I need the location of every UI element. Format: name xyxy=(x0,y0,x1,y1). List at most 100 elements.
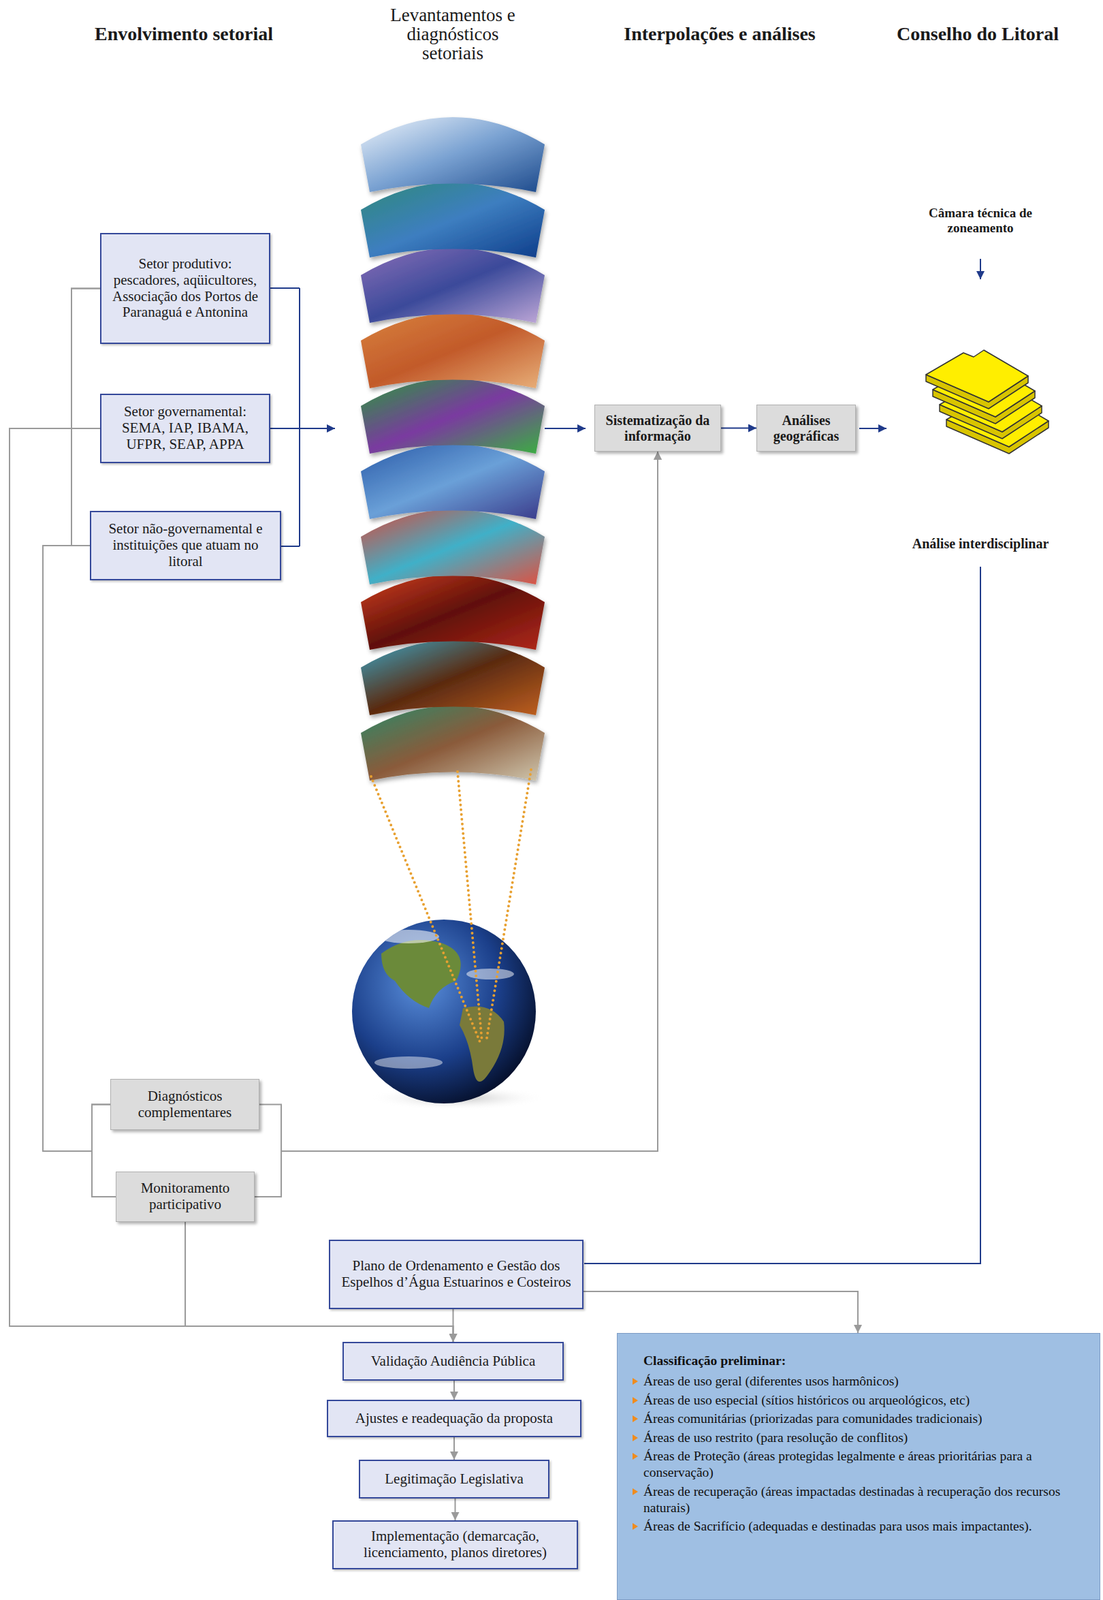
node-content: Setor produtivo: pescadores, aqüicultore… xyxy=(109,256,261,321)
process-box: Sistematização da informação xyxy=(594,404,722,452)
cloud xyxy=(374,1056,443,1069)
annotation-label: Análise interdisciplinar xyxy=(871,535,1090,552)
connector xyxy=(583,1290,858,1333)
list-text: Áreas de uso restrito (para resolução de… xyxy=(643,1429,908,1446)
node-content: Implementação (demarcação, licenciamento… xyxy=(341,1527,569,1560)
projection-line xyxy=(457,771,483,1042)
list-item: Áreas de Sacrifício (adequadas e destina… xyxy=(643,1517,1082,1534)
node-content: Monitoramento participativo xyxy=(123,1179,248,1212)
node-content: Diagnósticos complementares xyxy=(117,1088,252,1121)
list-item: Áreas de uso restrito (para resolução de… xyxy=(643,1429,1082,1446)
bullet-marker xyxy=(632,1396,638,1404)
process-box: Análises geográficas xyxy=(756,404,856,452)
flow-line xyxy=(584,566,981,1264)
node-content: Legitimação Legislativa xyxy=(368,1470,540,1488)
list-item: Áreas de uso especial (sítios históricos… xyxy=(643,1391,1082,1409)
bullet-marker xyxy=(632,1487,638,1495)
bullet-marker xyxy=(632,1414,638,1422)
box-text: Setor produtivo: pescadores, aqüicultore… xyxy=(109,256,261,321)
node-content: Setor não-governamental e instituições q… xyxy=(99,520,272,570)
step-box: Legitimação Legislativa xyxy=(358,1459,550,1498)
list-text: Áreas de recuperação (áreas impactadas d… xyxy=(643,1482,1082,1517)
list-item: Áreas comunitárias (priorizadas para com… xyxy=(643,1410,1082,1427)
map-layer xyxy=(360,378,545,454)
sector-box: Setor não-governamental e instituições q… xyxy=(89,510,282,581)
step-box: Implementação (demarcação, licenciamento… xyxy=(332,1519,579,1569)
folder xyxy=(925,349,1029,409)
connector xyxy=(721,427,757,429)
connector xyxy=(9,428,454,1342)
list-text: Áreas de Sacrifício (adequadas e destina… xyxy=(643,1517,1033,1534)
list-text: Áreas de Proteção (áreas protegidas lega… xyxy=(643,1447,1082,1481)
bracket-line xyxy=(270,288,300,547)
box-text: Validação Audiência Pública xyxy=(352,1352,555,1370)
map-layer xyxy=(360,443,545,519)
map-layer xyxy=(360,247,545,323)
connector xyxy=(259,451,658,1151)
list-text: Áreas comunitárias (priorizadas para com… xyxy=(643,1410,983,1427)
box-text: Setor governamental: SEMA, IAP, IBAMA, U… xyxy=(109,403,261,453)
map-layer xyxy=(360,509,545,585)
column-heading: Conselho do Litoral xyxy=(868,23,1087,45)
process-box: Diagnósticos complementares xyxy=(110,1078,260,1130)
flow-arrow xyxy=(544,427,586,429)
map-layer xyxy=(360,640,545,715)
flow-arrows xyxy=(270,258,981,1264)
list-text: Áreas de uso geral (diferentes usos harm… xyxy=(643,1372,899,1389)
column-heading: Envolvimento setorial xyxy=(54,23,314,45)
connector xyxy=(254,451,658,1197)
step-box: Ajustes e readequação da proposta xyxy=(326,1399,582,1437)
box-text: Análises geográficas xyxy=(763,412,849,444)
box-text: Setor não-governamental e instituições q… xyxy=(99,520,272,570)
map-layer-stack xyxy=(360,117,545,781)
node-content: Classificação preliminar: Áreas de uso ge… xyxy=(643,1352,1082,1537)
box-text: Monitoramento participativo xyxy=(123,1179,248,1212)
column-heading: Levantamentos e diagnósticos setoriais xyxy=(377,5,528,63)
node-content: Ajustes e readequação da proposta xyxy=(336,1410,572,1427)
map-layer xyxy=(360,705,545,781)
bullet-marker xyxy=(632,1377,638,1385)
box-text: Diagnósticos complementares xyxy=(117,1088,252,1121)
step-box: Validação Audiência Pública xyxy=(342,1341,564,1381)
sector-box: Setor produtivo: pescadores, aqüicultore… xyxy=(100,232,271,344)
flow-arrow xyxy=(270,427,335,429)
flow-arrow xyxy=(859,427,887,429)
continent xyxy=(381,939,461,1008)
connector xyxy=(453,1436,455,1460)
projection-lines xyxy=(371,769,532,1042)
box-text: Legitimação Legislativa xyxy=(368,1470,540,1488)
process-box: Monitoramento participativo xyxy=(115,1171,255,1222)
list-text: Áreas de uso especial (sítios históricos… xyxy=(643,1391,970,1409)
node-content: Análises geográficas xyxy=(763,412,849,444)
globe xyxy=(352,919,536,1103)
connector xyxy=(454,1497,457,1520)
plan-box: Plano de Ordenamento e Gestão dos Espelh… xyxy=(328,1239,584,1309)
projection-line xyxy=(371,776,481,1042)
box-text: Ajustes e readequação da proposta xyxy=(336,1410,572,1427)
list-item: Áreas de recuperação (áreas impactadas d… xyxy=(643,1482,1082,1517)
bullet-marker xyxy=(632,1433,638,1441)
list-item: Áreas de uso geral (diferentes usos harm… xyxy=(643,1372,1082,1389)
map-layer xyxy=(360,117,545,193)
map-layer xyxy=(360,574,545,650)
annotation-label: Câmara técnica de zoneamento xyxy=(919,205,1042,236)
map-layer xyxy=(360,182,545,258)
projection-line xyxy=(486,769,532,1042)
box-text: Plano de Ordenamento e Gestão dos Espelh… xyxy=(338,1257,574,1290)
panel-heading: Classificação preliminar: xyxy=(643,1352,1082,1369)
box-text: Implementação (demarcação, licenciamento… xyxy=(341,1527,569,1560)
connector xyxy=(42,545,116,1197)
cloud xyxy=(466,968,515,980)
node-content: Sistematização da informação xyxy=(601,412,714,444)
node-content: Plano de Ordenamento e Gestão dos Espelh… xyxy=(338,1257,574,1290)
box-text: Sistematização da informação xyxy=(601,412,714,444)
column-heading: Interpolações e análises xyxy=(590,23,850,45)
flow-arrow xyxy=(979,258,982,280)
bullet-marker xyxy=(632,1452,638,1460)
node-content: Setor governamental: SEMA, IAP, IBAMA, U… xyxy=(109,403,261,453)
bullet-marker xyxy=(632,1522,638,1530)
connector xyxy=(42,545,111,1151)
cloud xyxy=(377,929,440,943)
list-item: Áreas de Proteção (áreas protegidas lega… xyxy=(643,1447,1082,1481)
